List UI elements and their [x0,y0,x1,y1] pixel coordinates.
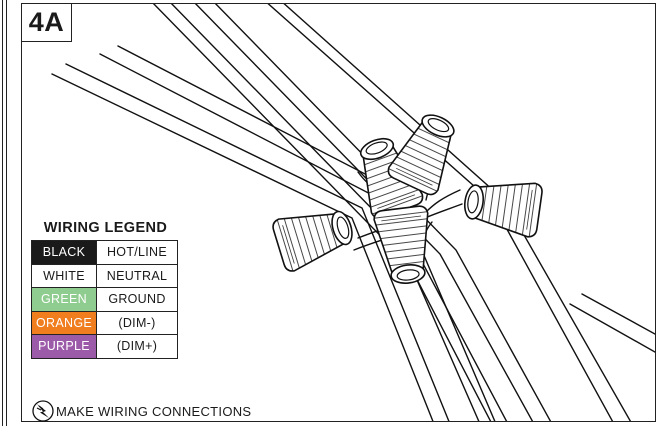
wire-color-swatch: GREEN [31,287,97,312]
wire-function-label: NEUTRAL [96,263,178,288]
wire-function-label: (DIM+) [96,334,178,359]
caption-text: MAKE WIRING CONNECTIONS [56,403,252,419]
legend-title: WIRING LEGEND [43,220,168,236]
adjacent-panel-edge [0,0,9,426]
wiring-step-caption: MAKE WIRING CONNECTIONS [32,400,251,422]
wire-color-swatch: WHITE [31,263,97,288]
wire-function-label: GROUND [96,287,178,312]
legend-row: PURPLE(DIM+) [31,334,178,359]
wire-nut [372,204,437,288]
wire-nut [460,173,544,239]
wire-function-label: (DIM-) [96,310,178,335]
wire-color-swatch: BLACK [31,240,97,265]
wiring-illustration [51,4,655,421]
legend-row: ORANGE(DIM-) [31,310,178,335]
wire-function-label: HOT/LINE [96,240,178,265]
wire-color-swatch: ORANGE [31,310,97,335]
step-label: 4A [22,4,72,42]
wire-nut-icon [32,400,54,422]
wire-color-swatch: PURPLE [31,334,97,359]
cable-bundle [51,4,655,421]
wire-nut [270,198,360,274]
